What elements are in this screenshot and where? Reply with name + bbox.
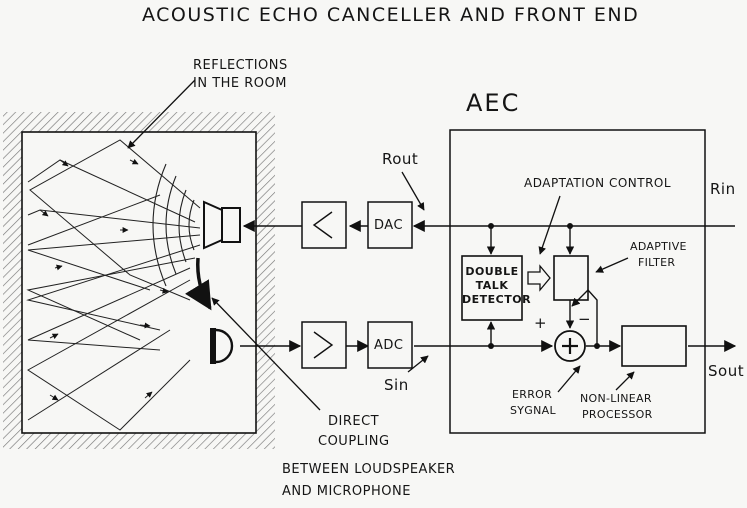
double-talk-detector-block [461,255,523,321]
minus-sign: − [578,310,592,328]
reflections-pointer [127,79,196,149]
direct-coupling-label-line4: AND MICROPHONE [282,484,411,499]
aec-label: AEC [466,89,521,117]
sout-label: Sout [708,362,745,380]
junction-dot [594,343,600,349]
aec-boundary [449,129,706,434]
room [3,112,275,449]
adaptation-control-arrow [527,264,551,292]
junction-dot [567,223,573,229]
reflections-label-line2: IN THE ROOM [193,76,287,91]
error-signal-label-line2: SYGNAL [510,404,556,417]
adaptation-control-pointer [538,195,561,255]
plus-sign: + [534,314,548,332]
input-amplifier-block [301,321,347,369]
junction-dot [488,223,494,229]
direct-coupling-label-line1: DIRECT [328,414,380,429]
summing-node [554,330,586,362]
rin-label: Rin [710,180,736,198]
dac-block [367,201,413,249]
non-linear-processor-block [621,325,687,367]
adaptive-filter-label-line1: ADAPTIVE [630,240,687,253]
nlp-label-line2: PROCESSOR [582,408,653,421]
page-title: ACOUSTIC ECHO CANCELLER AND FRONT END [142,4,640,26]
error-signal-label-line1: ERROR [512,388,553,401]
adc-block [367,321,413,369]
adaptive-filter-block [553,255,589,301]
adaptive-filter-pointer [595,257,629,273]
rout-label: Rout [382,150,419,168]
sin-label: Sin [384,376,409,394]
adaptive-filter-label-line2: FILTER [638,256,676,269]
nlp-label-line1: NON-LINEAR [580,392,652,405]
error-signal-pointer [557,365,581,393]
output-amplifier-block [301,201,347,249]
rout-pointer [401,171,425,211]
reflection-rays [26,139,201,431]
junction-dot [488,343,494,349]
dtd-label-line1: DOUBLE [465,265,519,278]
direct-coupling-arrow [184,257,212,311]
dtd-label-line2: TALK [475,279,509,292]
dac-label: DAC [374,218,404,233]
nlp-pointer [615,371,635,391]
adc-label: ADC [374,338,404,353]
direct-coupling-pointer [211,297,321,411]
sound-waves [152,163,195,287]
direct-coupling-label-line2: COUPLING [318,434,390,449]
microphone-icon [210,328,234,364]
dtd-label-line3: DETECTOR [462,293,532,306]
error-feedback-line [571,288,598,346]
sin-pointer [407,355,429,373]
reflections-label-line1: REFLECTIONS [193,58,288,73]
adaptation-control-label: ADAPTATION CONTROL [524,176,672,190]
room-interior [21,131,257,434]
loudspeaker-icon [203,200,241,250]
direct-coupling-label-line3: BETWEEN LOUDSPEAKER [282,462,456,477]
